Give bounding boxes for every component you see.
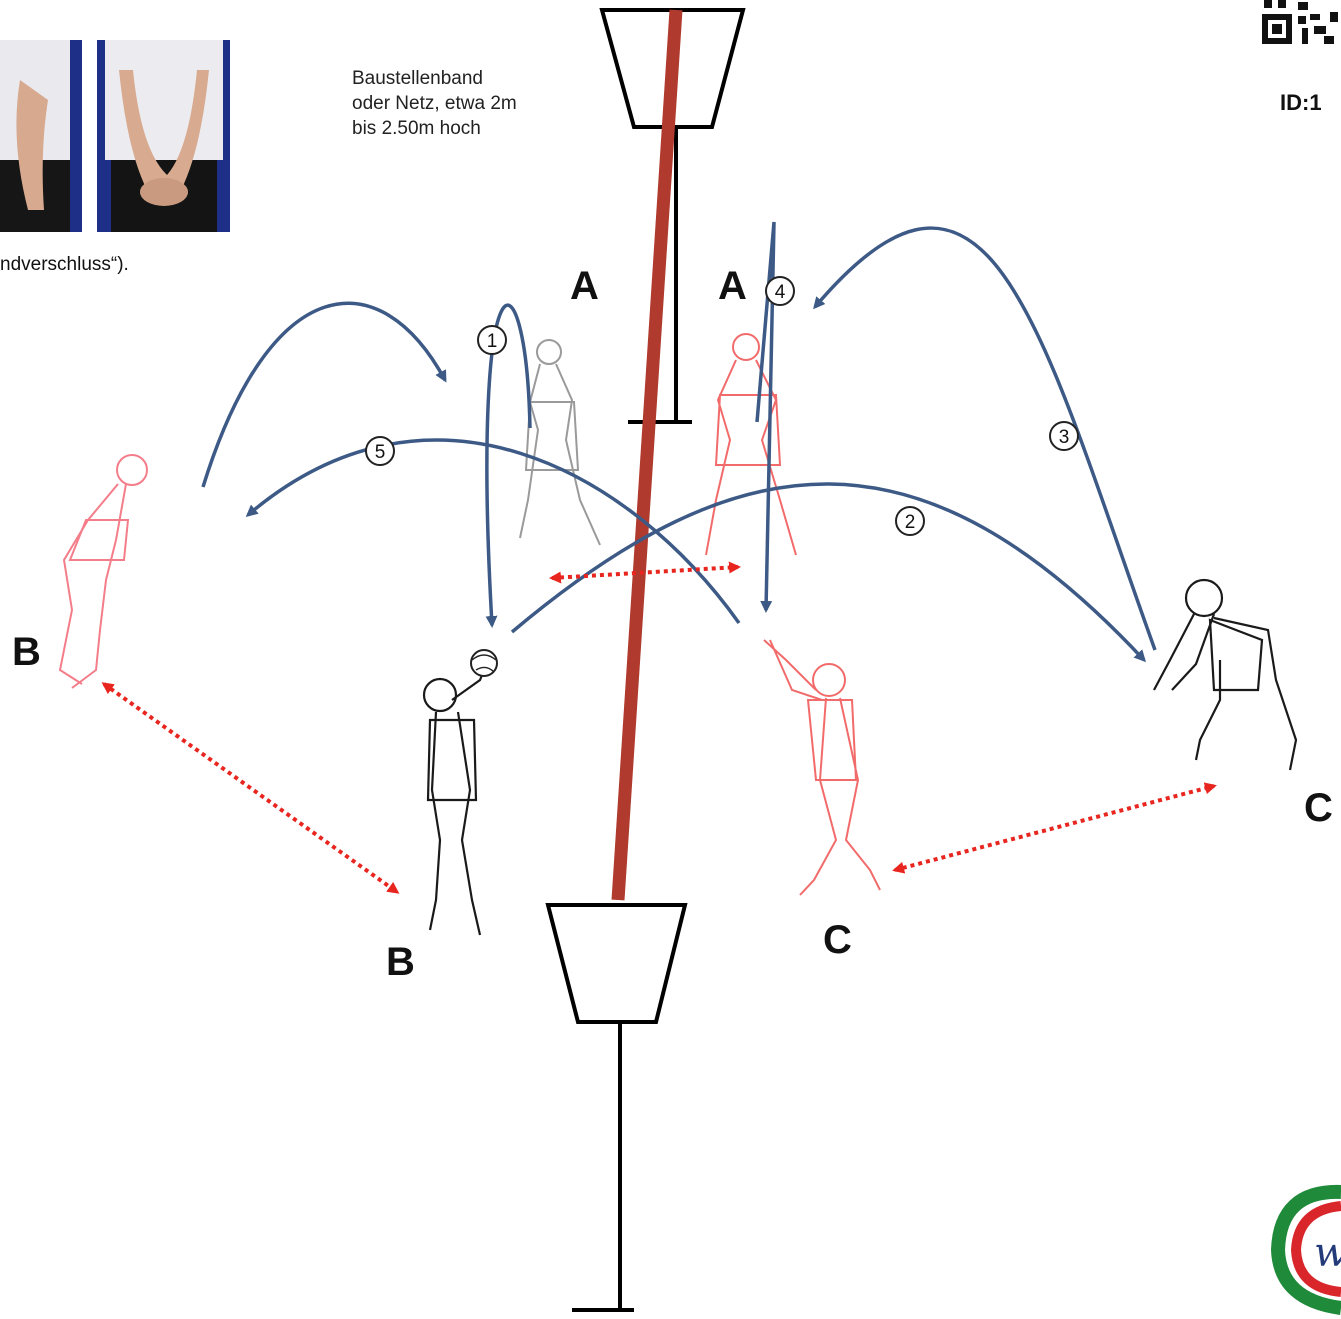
svg-text:1: 1 [487, 331, 498, 352]
ball-marker-1: 1 [478, 326, 506, 354]
player-a-right [706, 334, 796, 555]
role-label-a-right: A [718, 266, 747, 306]
role-label-b-near: B [386, 942, 415, 982]
role-label-c-near: C [823, 920, 852, 960]
rotation-arrows [104, 567, 1214, 892]
role-label-a-left: A [570, 266, 599, 306]
player-c-far [1154, 580, 1296, 770]
trajectory-3 [815, 228, 1155, 650]
trajectory-5 [248, 440, 739, 623]
svg-text:5: 5 [375, 442, 386, 463]
trajectory-b-to-a [203, 303, 445, 487]
ball-marker-3: 3 [1050, 422, 1078, 450]
svg-text:4: 4 [775, 282, 786, 303]
player-a-left [520, 340, 600, 545]
player-b-far [60, 455, 147, 688]
role-label-b-far: B [12, 632, 41, 672]
ball-marker-5: 5 [366, 437, 394, 465]
player-b-near [424, 660, 488, 935]
ball-marker-4: 4 [766, 277, 794, 305]
pole-bottom [548, 905, 685, 1310]
net-band [618, 10, 676, 900]
rotation-c-to-c [895, 786, 1214, 870]
svg-text:3: 3 [1059, 427, 1070, 448]
rotation-b-to-b [104, 684, 397, 892]
volleyball-icon [471, 650, 497, 676]
trajectory-2 [512, 484, 1144, 660]
player-c-near [764, 640, 880, 895]
role-label-c-far: C [1304, 788, 1333, 828]
ball-marker-2: 2 [896, 507, 924, 535]
svg-text:2: 2 [905, 512, 916, 533]
pass-trajectories [203, 222, 1155, 660]
